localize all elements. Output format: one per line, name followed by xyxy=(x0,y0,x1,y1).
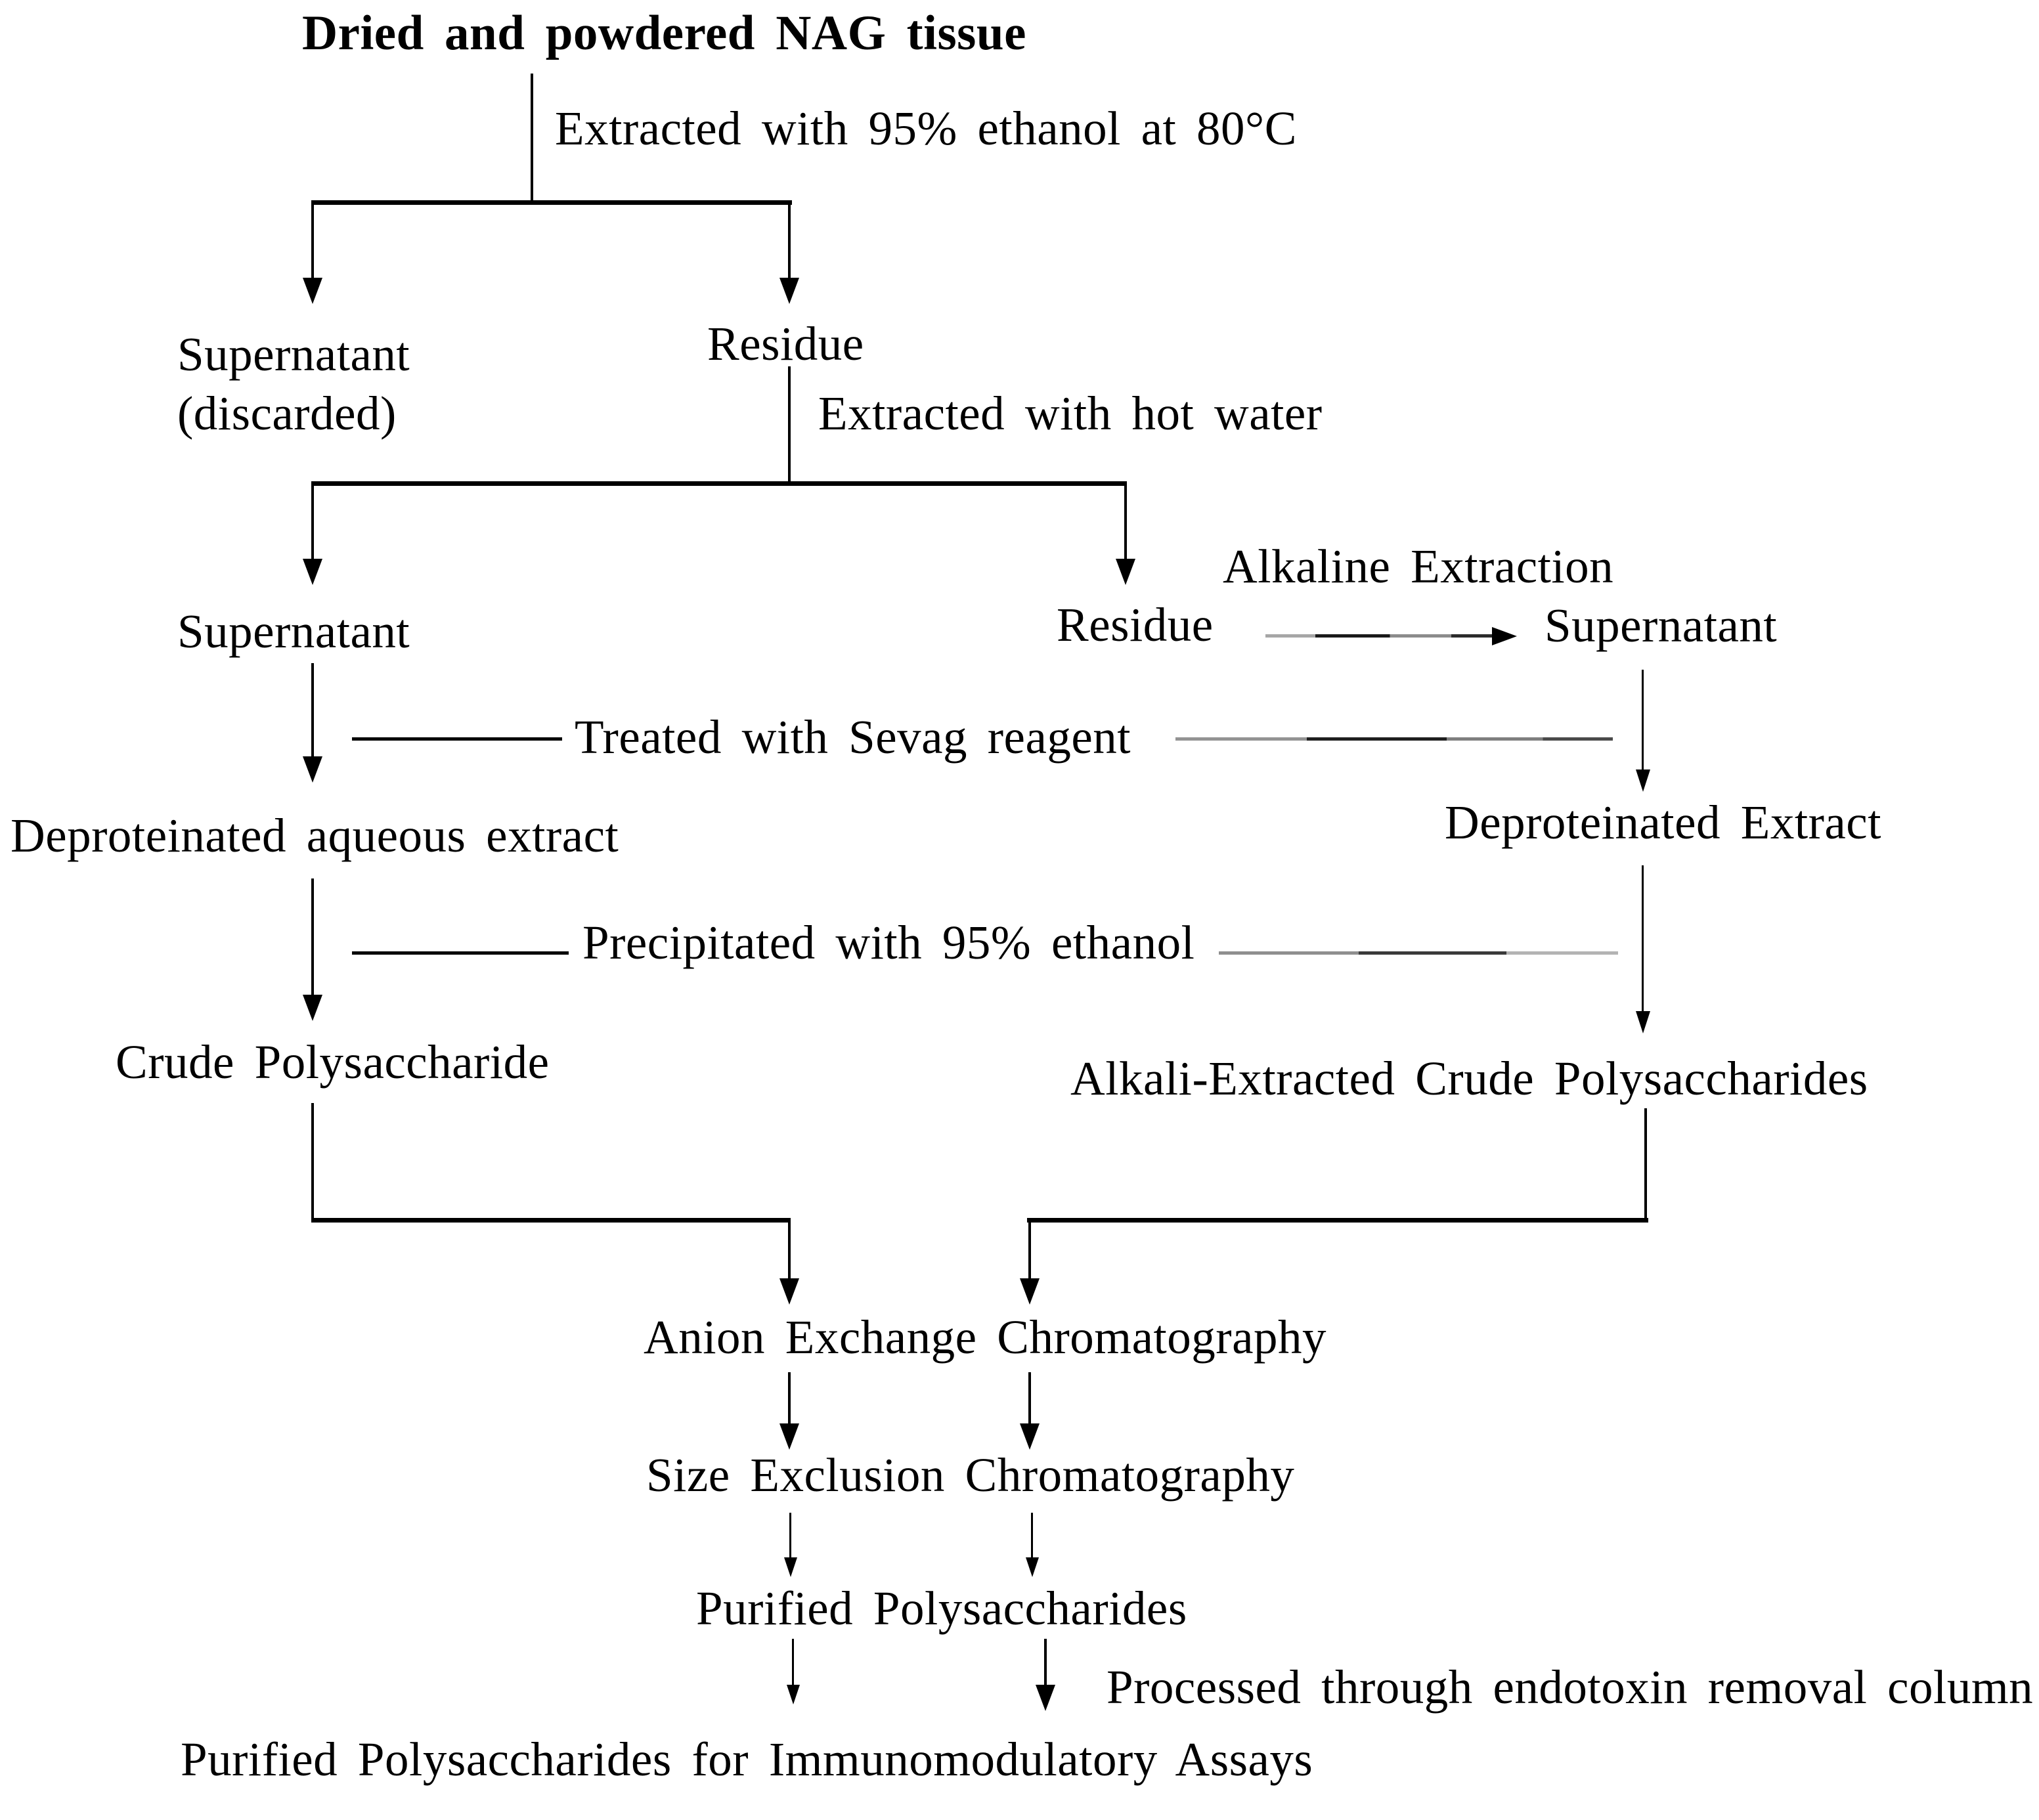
node-crude-polysaccharide: Crude Polysaccharide xyxy=(116,1035,550,1089)
node-ethanol-residue: Residue xyxy=(707,317,864,370)
arrow-size-to-purified-left xyxy=(789,1513,791,1557)
edge-label-ethanol-precipitation: Precipitated with 95% ethanol xyxy=(582,916,1195,969)
node-water-residue: Residue xyxy=(1057,598,1214,651)
arrow-purified-endotoxin-right xyxy=(1044,1639,1047,1685)
connector-sevag-right xyxy=(1175,737,1613,741)
arrow-size-to-purified-right xyxy=(1031,1513,1033,1557)
edge-label-hot-water-extraction: Extracted with hot water xyxy=(818,387,1323,440)
connector-merge-left xyxy=(313,1218,791,1223)
node-anion-exchange: Anion Exchange Chromatography xyxy=(644,1311,1326,1364)
arrow-to-alkali-crude-polysaccharides xyxy=(1642,865,1644,1011)
connector-sevag-left xyxy=(352,737,562,741)
connector-residue-stem xyxy=(788,366,791,483)
arrow-merge-left-to-anion xyxy=(788,1218,791,1278)
connector-crude-down xyxy=(311,1103,314,1223)
node-ethanol-supernatant-note: (discarded) xyxy=(177,387,397,440)
edge-label-ethanol-extraction: Extracted with 95% ethanol at 80°C xyxy=(555,102,1297,155)
edge-label-endotoxin-removal: Processed through endotoxin removal colu… xyxy=(1107,1660,2034,1714)
arrow-to-water-residue xyxy=(1124,481,1127,559)
node-alkali-crude-polysaccharides: Alkali-Extracted Crude Polysaccharides xyxy=(1070,1052,1868,1105)
arrow-to-crude-polysaccharide xyxy=(311,878,314,995)
node-purified-polysaccharides: Purified Polysaccharides xyxy=(696,1582,1187,1635)
arrow-supernatant-to-deproteinated-extract xyxy=(1642,670,1644,769)
node-ethanol-supernatant: Supernatant xyxy=(177,328,410,381)
node-size-exclusion: Size Exclusion Chromatography xyxy=(646,1448,1295,1502)
connector-precipitation-left xyxy=(352,951,569,955)
connector-alkali-down xyxy=(1644,1108,1647,1223)
arrow-to-ethanol-supernatant xyxy=(311,200,314,278)
arrow-anion-to-size-left xyxy=(788,1372,791,1423)
arrow-alkaline-extraction xyxy=(1265,634,1492,638)
connector-ethanol-branch xyxy=(313,200,792,205)
connector-root-stem xyxy=(531,74,533,202)
arrow-merge-right-to-anion xyxy=(1028,1218,1031,1278)
connector-merge-right xyxy=(1027,1218,1648,1223)
node-alkaline-supernatant: Supernatant xyxy=(1545,599,1778,652)
arrow-purified-to-final-left xyxy=(792,1639,794,1685)
node-deproteinated-aqueous-extract: Deproteinated aqueous extract xyxy=(11,809,619,862)
connector-hot-water-branch xyxy=(313,481,1127,486)
arrow-supernatant-to-deproteinated-aqueous xyxy=(311,663,314,756)
node-final-product: Purified Polysaccharides for Immunomodul… xyxy=(181,1733,1313,1786)
node-water-supernatant: Supernatant xyxy=(177,605,410,658)
arrow-to-ethanol-residue xyxy=(788,200,791,278)
node-root: Dried and powdered NAG tissue xyxy=(302,6,1026,60)
arrow-to-water-supernatant xyxy=(311,481,314,559)
node-deproteinated-extract: Deproteinated Extract xyxy=(1445,796,1881,849)
edge-label-sevag-treatment: Treated with Sevag reagent xyxy=(575,710,1131,764)
connector-precipitation-right xyxy=(1219,951,1618,955)
arrow-anion-to-size-right xyxy=(1028,1372,1031,1423)
edge-label-alkaline-extraction: Alkaline Extraction xyxy=(1223,540,1614,593)
